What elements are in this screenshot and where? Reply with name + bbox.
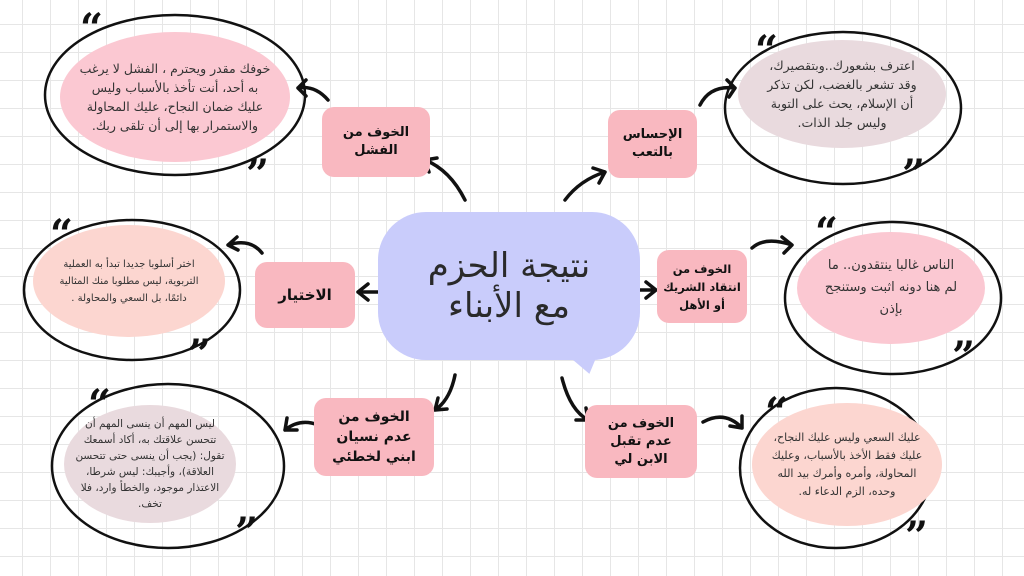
- central-topic: نتيجة الحزم مع الأبناء: [378, 212, 640, 360]
- central-title-line1: نتيجة الحزم: [427, 246, 591, 286]
- quote-open-icon: “: [755, 27, 779, 74]
- outline-ellipse: [22, 218, 242, 362]
- arrow-criticism-note: [750, 235, 794, 255]
- arrow-to-fail: [423, 156, 467, 202]
- quote-open-icon: “: [88, 381, 112, 428]
- quote-open-icon: “: [815, 209, 839, 256]
- quote-open-icon: “: [50, 211, 74, 258]
- note-acceptance: عليك السعي وليس عليك النجاح، عليك فقط ال…: [752, 403, 942, 526]
- quote-close-icon: ”: [952, 333, 976, 380]
- note-fatigue: اعترف بشعورك..وبتقصيرك، وقد تشعر بالغضب،…: [738, 40, 946, 148]
- arrow-to-forget: [433, 373, 457, 412]
- quote-open-icon: “: [765, 389, 789, 436]
- outline-ellipse: [723, 30, 963, 186]
- outline-ellipse: [783, 220, 1003, 376]
- node-choice: الاختيار: [255, 262, 355, 328]
- arrow-to-accept: [560, 376, 590, 422]
- note-fear-of-failure: خوفك مقدر ويحترم ، الفشل لا يرغب به أحد،…: [60, 32, 290, 162]
- quote-close-icon: ”: [902, 151, 926, 198]
- central-title-line2: مع الأبناء: [447, 286, 571, 326]
- arrow-to-fatigue: [563, 166, 607, 202]
- node-fear-of-criticism: الخوف من انتقاد الشريك أو الأهل: [657, 250, 747, 323]
- node-fear-not-forgetting: الخوف من عدم نسيان ابني لخطئي: [314, 398, 434, 476]
- quote-close-icon: ”: [905, 513, 929, 560]
- note-criticism: الناس غالبا ينتقدون.. ما لم هنا دونه اثب…: [797, 232, 985, 344]
- outline-ellipse: [50, 382, 286, 550]
- note-forgetting: ليس المهم أن ينسى المهم أن تتحسن علاقتك …: [64, 405, 236, 523]
- arrow-accept-note: [701, 414, 744, 430]
- node-fatigue: الإحساس بالتعب: [608, 110, 697, 178]
- quote-close-icon: ”: [235, 509, 259, 556]
- arrow-choice-note: [226, 235, 264, 255]
- quote-open-icon: “: [80, 5, 104, 52]
- arrow-fatigue-note: [698, 78, 737, 107]
- quote-close-icon: ”: [246, 151, 270, 198]
- arrow-fail-note: [296, 78, 330, 102]
- note-choice: اختر أسلوبا جديدا تبدأ به العملية التربو…: [33, 225, 225, 337]
- node-fear-of-failure: الخوف من الفشل: [322, 107, 430, 177]
- quote-close-icon: ”: [188, 331, 212, 378]
- node-fear-not-accepted: الخوف من عدم تقبل الابن لي: [585, 405, 697, 478]
